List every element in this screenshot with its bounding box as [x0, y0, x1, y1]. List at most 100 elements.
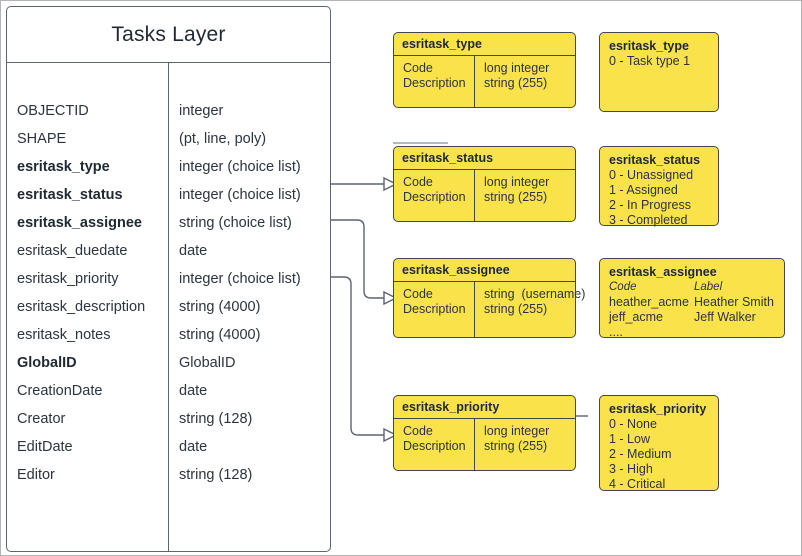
field-name: esritask_priority — [17, 271, 119, 287]
field-type: (pt, line, poly) — [179, 131, 267, 147]
tasks-layer-entity: Tasks Layer OBJECTID integer SHAPE (pt, … — [6, 6, 331, 552]
domain-field-name: Code — [403, 175, 433, 189]
domain-value-label: Heather Smith — [694, 295, 774, 309]
domain-value-code: heather_acme — [609, 295, 689, 309]
field-row: esritask_type integer (choice list) — [7, 153, 330, 181]
domain-field-name: Description — [403, 76, 466, 90]
field-row: esritask_priority integer (choice list) — [7, 265, 330, 293]
domain-field-type: long integer — [484, 175, 550, 189]
field-row: SHAPE (pt, line, poly) — [7, 125, 330, 153]
domain-value-item: 0 - None — [609, 417, 657, 431]
domain-values-code-header: Code — [609, 281, 637, 293]
field-type: string (4000) — [179, 299, 261, 315]
domain-field-type: string (255) — [484, 190, 548, 204]
domain-table-field-types: string (username)string (255) — [484, 287, 585, 317]
field-name: esritask_status — [17, 187, 123, 203]
field-name: Creator — [17, 411, 66, 427]
domain-values-ellipsis: .... — [609, 325, 623, 339]
domain-values-esritask-priority: esritask_priority 0 - None 1 - Low 2 - M… — [599, 395, 719, 491]
field-name: GlobalID — [17, 355, 77, 371]
entity-field-list: OBJECTID integer SHAPE (pt, line, poly) … — [7, 63, 330, 551]
field-row: esritask_notes string (4000) — [7, 321, 330, 349]
field-row: esritask_status integer (choice list) — [7, 181, 330, 209]
domain-values-column-headers: Code Label — [609, 280, 775, 295]
domain-values-esritask-assignee: esritask_assignee Code Label heather_acm… — [599, 258, 785, 339]
domain-table-split — [474, 56, 475, 107]
domain-table-header: esritask_type — [394, 33, 575, 56]
domain-value-item: 1 - Assigned — [609, 183, 678, 197]
domain-table-split — [474, 419, 475, 470]
field-row: esritask_duedate date — [7, 237, 330, 265]
field-type: date — [179, 383, 208, 399]
domain-values-row: jeff_acme Jeff Walker — [609, 310, 775, 325]
field-type: string (128) — [179, 467, 253, 483]
field-name: esritask_assignee — [17, 215, 142, 231]
field-type: integer (choice list) — [179, 159, 301, 175]
field-name: Editor — [17, 467, 55, 483]
domain-table-split — [474, 282, 475, 337]
field-type: GlobalID — [179, 355, 236, 371]
entity-title: Tasks Layer — [111, 22, 226, 46]
domain-value-item: 0 - Task type 1 — [609, 54, 691, 68]
domain-field-type: string (255) — [484, 76, 548, 90]
field-row: GlobalID GlobalID — [7, 349, 330, 377]
domain-value-item: 3 - Completed — [609, 213, 688, 227]
domain-field-name: Code — [403, 424, 433, 438]
domain-table-title: esritask_assignee — [402, 263, 510, 277]
connector-priority — [331, 276, 384, 436]
domain-field-type: string (255) — [484, 302, 548, 316]
domain-table-header: esritask_priority — [394, 396, 575, 419]
field-type: string (choice list) — [179, 215, 292, 231]
domain-field-type: long integer — [484, 61, 550, 75]
field-name: OBJECTID — [17, 103, 89, 119]
field-type: integer (choice list) — [179, 187, 301, 203]
domain-table-title: esritask_status — [402, 151, 494, 165]
domain-values-title: esritask_priority — [609, 402, 707, 416]
domain-value-item: 4 - Critical — [609, 477, 666, 491]
domain-field-name: Code — [403, 61, 433, 75]
domain-table-header: esritask_assignee — [394, 259, 575, 282]
domain-value-code: jeff_acme — [609, 310, 663, 324]
domain-value-item: 3 - High — [609, 462, 653, 476]
field-name: EditDate — [17, 439, 73, 455]
domain-table-title: esritask_priority — [402, 400, 500, 414]
field-row: OBJECTID integer — [7, 97, 330, 125]
field-row: esritask_description string (4000) — [7, 293, 330, 321]
domain-values-title: esritask_type — [609, 39, 689, 53]
domain-values-row: heather_acme Heather Smith — [609, 295, 775, 310]
entity-header: Tasks Layer — [7, 7, 330, 63]
field-name: esritask_type — [17, 159, 110, 175]
domain-value-label: Jeff Walker — [694, 310, 756, 324]
domain-values-title: esritask_status — [609, 153, 701, 167]
field-name: SHAPE — [17, 131, 67, 147]
domain-values-esritask-type: esritask_type 0 - Task type 1 — [599, 32, 719, 112]
field-row: CreationDate date — [7, 377, 330, 405]
domain-table-split — [474, 170, 475, 221]
field-type: string (128) — [179, 411, 253, 427]
domain-field-name: Code — [403, 287, 433, 301]
domain-table-header: esritask_status — [394, 147, 575, 170]
field-name: esritask_description — [17, 299, 146, 315]
field-row: Editor string (128) — [7, 461, 330, 489]
domain-field-name: Description — [403, 190, 466, 204]
field-type: string (4000) — [179, 327, 261, 343]
domain-values-esritask-status: esritask_status 0 - Unassigned 1 - Assig… — [599, 146, 719, 227]
field-name: CreationDate — [17, 383, 103, 399]
domain-field-name: Description — [403, 439, 466, 453]
domain-field-type: string (username) — [484, 287, 586, 301]
domain-value-item: 2 - In Progress — [609, 198, 691, 212]
domain-field-name: Description — [403, 302, 466, 316]
domain-field-type: string (255) — [484, 439, 548, 453]
